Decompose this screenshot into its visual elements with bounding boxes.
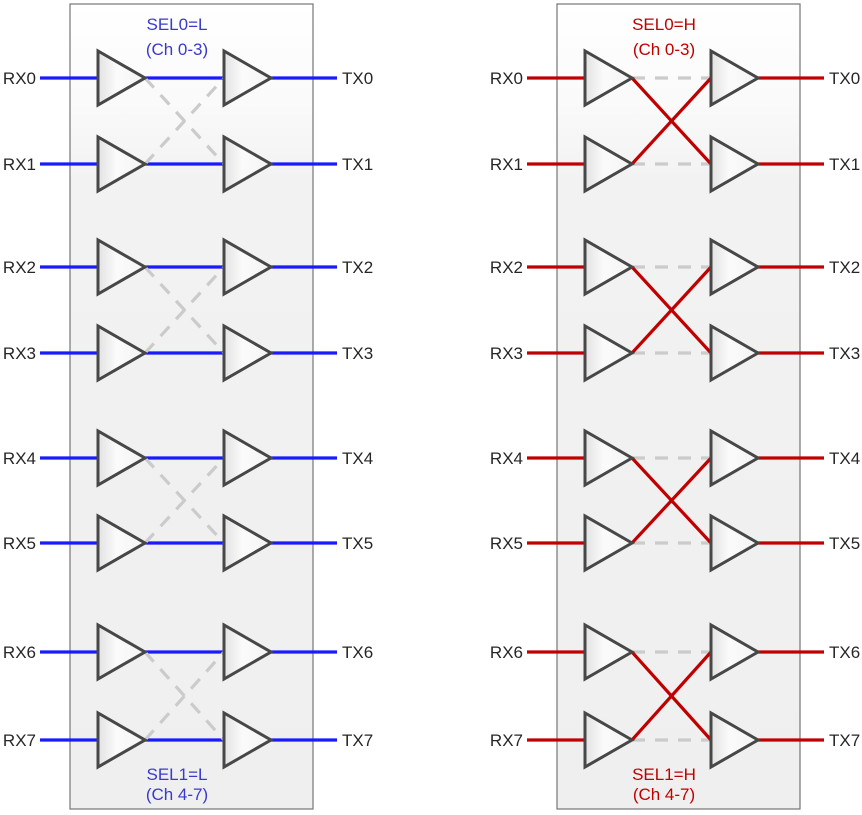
- tx-label: TX3: [342, 344, 373, 363]
- output-buffer-triangle: [222, 237, 275, 297]
- input-buffer-triangle: [96, 622, 149, 682]
- sel1-state-label: SEL1=H: [632, 765, 696, 784]
- output-buffer-triangle: [222, 622, 275, 682]
- sel1-channels-label: (Ch 4-7): [146, 785, 208, 804]
- panel-box: [556, 3, 801, 810]
- signal-path-inactive: [143, 650, 226, 742]
- output-buffer-triangle: [222, 710, 275, 770]
- tx-label: TX4: [342, 449, 373, 468]
- output-buffer-triangle: [222, 428, 275, 488]
- signal-path-inactive: [143, 76, 226, 166]
- rx-label: RX7: [3, 731, 36, 750]
- tx-label: TX4: [829, 449, 860, 468]
- tx-label: TX7: [829, 731, 860, 750]
- input-buffer-triangle: [96, 513, 149, 573]
- sel1-channels-label: (Ch 4-7): [633, 785, 695, 804]
- rx-label: RX0: [490, 69, 523, 88]
- input-buffer-triangle: [96, 134, 149, 194]
- sel0-channels-label: (Ch 0-3): [146, 40, 208, 59]
- input-buffer-triangle: [583, 622, 636, 682]
- rx-label: RX5: [490, 534, 523, 553]
- tx-label: TX5: [829, 534, 860, 553]
- output-buffer-triangle: [222, 323, 275, 383]
- sel0-channels-label: (Ch 0-3): [633, 40, 695, 59]
- signal-path-inactive: [143, 456, 226, 545]
- rx-label: RX4: [3, 449, 36, 468]
- output-buffer-triangle: [709, 428, 762, 488]
- output-buffer-triangle: [709, 710, 762, 770]
- rx-label: RX7: [490, 731, 523, 750]
- sel0-state-label: SEL0=H: [632, 15, 696, 34]
- tx-label: TX1: [829, 155, 860, 174]
- signal-path-inactive: [143, 650, 226, 742]
- sel0-state-label: SEL0=L: [147, 15, 208, 34]
- rx-label: RX1: [3, 155, 36, 174]
- output-buffer-triangle: [709, 134, 762, 194]
- tx-label: TX3: [829, 344, 860, 363]
- output-buffer-triangle: [222, 134, 275, 194]
- rx-label: RX3: [3, 344, 36, 363]
- output-buffer-triangle: [709, 48, 762, 108]
- signal-path-active: [630, 456, 713, 545]
- signal-path-active: [630, 650, 713, 742]
- tx-label: TX1: [342, 155, 373, 174]
- signal-path-inactive: [143, 265, 226, 355]
- rx-label: RX5: [3, 534, 36, 553]
- rx-label: RX4: [490, 449, 523, 468]
- rx-label: RX3: [490, 344, 523, 363]
- output-buffer-triangle: [709, 323, 762, 383]
- input-buffer-triangle: [583, 48, 636, 108]
- tx-label: TX6: [829, 643, 860, 662]
- tx-label: TX2: [829, 258, 860, 277]
- rx-label: RX1: [490, 155, 523, 174]
- input-buffer-triangle: [96, 323, 149, 383]
- rx-label: RX6: [3, 643, 36, 662]
- sel1-state-label: SEL1=L: [147, 765, 208, 784]
- input-buffer-triangle: [96, 428, 149, 488]
- tx-label: TX0: [829, 69, 860, 88]
- tx-label: TX5: [342, 534, 373, 553]
- rx-label: RX2: [3, 258, 36, 277]
- input-buffer-triangle: [583, 237, 636, 297]
- tx-label: TX0: [342, 69, 373, 88]
- output-buffer-triangle: [709, 622, 762, 682]
- input-buffer-triangle: [96, 710, 149, 770]
- signal-path-active: [630, 76, 713, 166]
- tx-label: TX7: [342, 731, 373, 750]
- input-buffer-triangle: [96, 237, 149, 297]
- input-buffer-triangle: [583, 513, 636, 573]
- panel-box: [69, 3, 314, 810]
- tx-label: TX2: [342, 258, 373, 277]
- output-buffer-triangle: [222, 513, 275, 573]
- rx-label: RX0: [3, 69, 36, 88]
- rx-label: RX2: [490, 258, 523, 277]
- output-buffer-triangle: [222, 48, 275, 108]
- input-buffer-triangle: [96, 48, 149, 108]
- tx-label: TX6: [342, 643, 373, 662]
- rx-label: RX6: [490, 643, 523, 662]
- output-buffer-triangle: [709, 237, 762, 297]
- input-buffer-triangle: [583, 134, 636, 194]
- input-buffer-triangle: [583, 428, 636, 488]
- signal-path-active: [630, 265, 713, 355]
- output-buffer-triangle: [709, 513, 762, 573]
- input-buffer-triangle: [583, 710, 636, 770]
- input-buffer-triangle: [583, 323, 636, 383]
